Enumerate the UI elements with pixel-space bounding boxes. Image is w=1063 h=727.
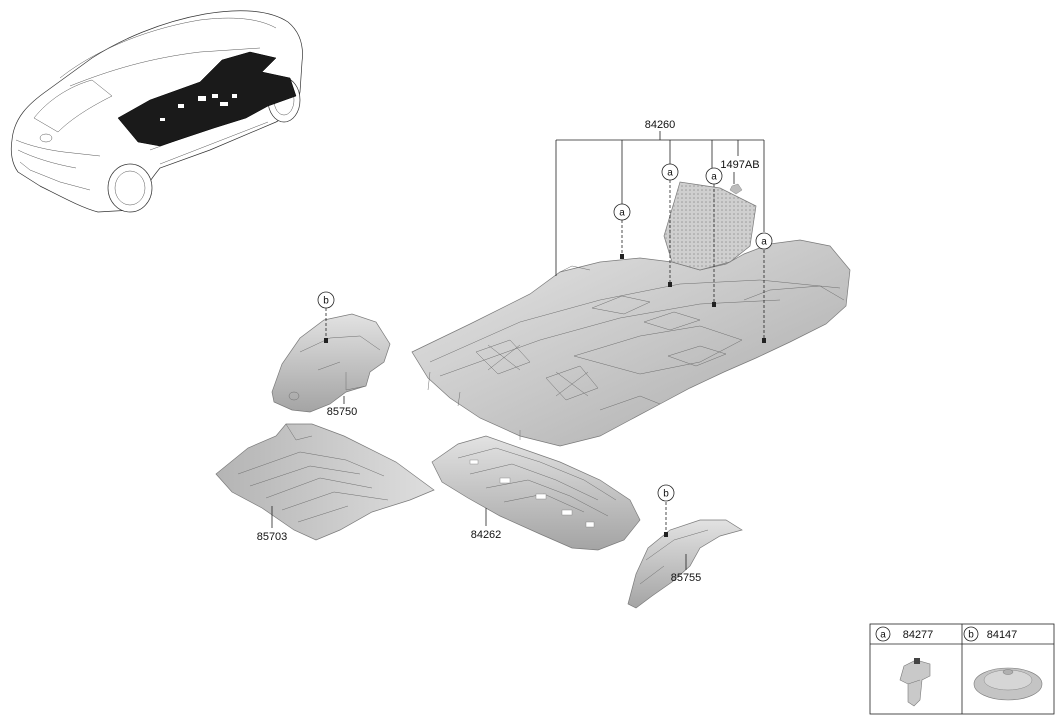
rear-wheel-guard-right-part [627, 519, 743, 609]
vehicle-overview [10, 10, 303, 213]
part-label-bolt: 1497AB [720, 159, 759, 171]
part-label-rear-wheel-guard-right: 85755 [671, 572, 702, 584]
fastener-markers [324, 254, 766, 537]
svg-text:a: a [619, 208, 625, 219]
callout-b-2: b [657, 484, 675, 502]
luggage-mat-part [215, 423, 435, 541]
svg-text:a: a [711, 172, 717, 183]
callout-a-2: a [661, 163, 679, 181]
svg-text:a: a [880, 630, 886, 641]
pad-part-icon [973, 667, 1043, 701]
svg-text:84277: 84277 [903, 629, 934, 641]
svg-text:b: b [323, 296, 329, 307]
svg-text:b: b [968, 630, 974, 641]
floor-carpet-part [411, 181, 851, 447]
rear-wheel-guard-left-part [271, 313, 391, 413]
callout-a-3: a [705, 167, 723, 185]
clip-part-icon [899, 658, 931, 707]
svg-text:a: a [667, 168, 673, 179]
leader-lines [271, 131, 765, 570]
part-label-rear-wheel-guard-left: 85750 [327, 406, 358, 418]
svg-text:b: b [663, 489, 669, 500]
callout-a-1: a [613, 203, 631, 221]
legend-item-a: a 84277 [875, 626, 934, 707]
carpet-highlight [117, 51, 297, 147]
svg-text:a: a [761, 237, 767, 248]
part-label-luggage-mat: 85703 [257, 531, 288, 543]
bolt-part [729, 183, 743, 195]
callout-b-1: b [317, 291, 335, 309]
rear-floor-pad-part [431, 435, 641, 551]
part-label-floor-carpet: 84260 [645, 119, 676, 131]
legend-box: a 84277 b 84147 [869, 623, 1055, 715]
svg-text:84147: 84147 [987, 629, 1018, 641]
part-label-rear-floor-pad: 84262 [471, 529, 502, 541]
legend-item-b: b 84147 [963, 626, 1043, 701]
callout-a-4: a [755, 232, 773, 250]
